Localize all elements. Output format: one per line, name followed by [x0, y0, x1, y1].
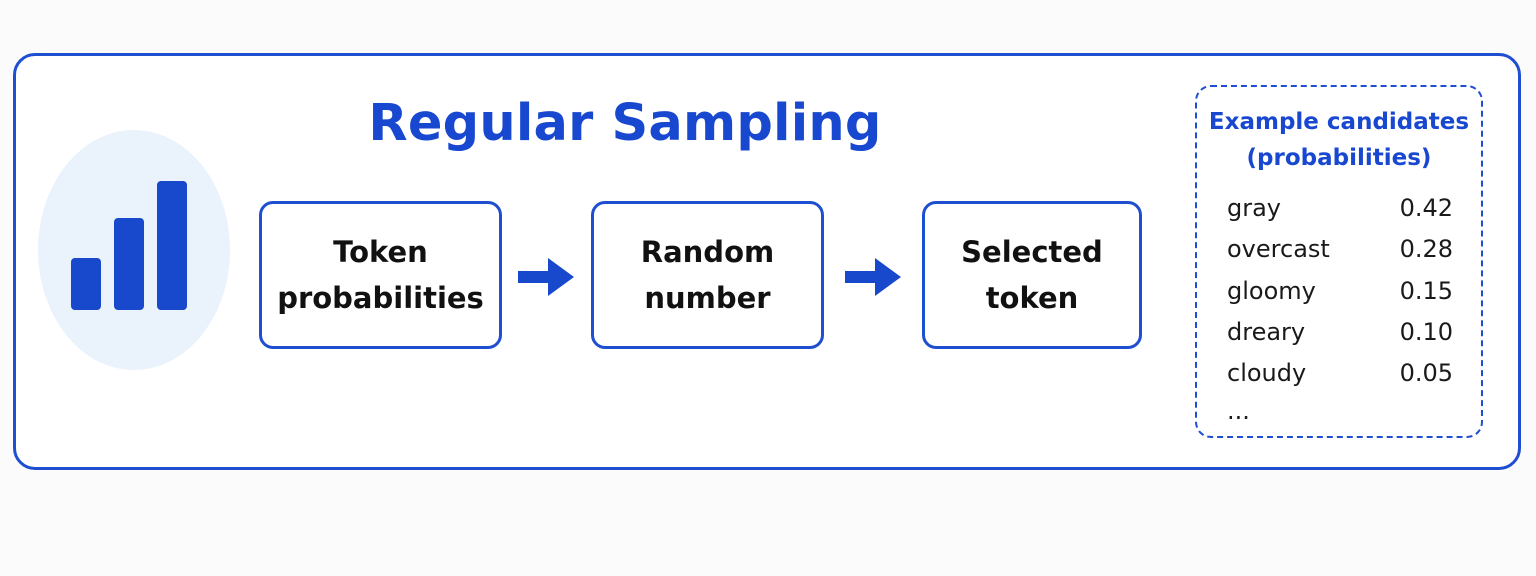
candidate-probability: 0.05: [1399, 359, 1453, 387]
step-label-line2: token: [985, 281, 1079, 315]
candidate-probability: 0.15: [1399, 277, 1453, 305]
candidates-title-line2: (probabilities): [1246, 145, 1432, 171]
candidate-word: cloudy: [1227, 359, 1307, 387]
candidates-ellipsis: ...: [1227, 397, 1250, 425]
candidate-row: dreary 0.10: [1227, 314, 1453, 350]
bar-chart-icon-bar-tall: [157, 181, 187, 310]
arrow-right-icon: [518, 258, 574, 296]
bar-chart-icon: [71, 181, 187, 310]
step-label-line1: Token: [333, 235, 428, 269]
diagram-title: Regular Sampling: [368, 94, 882, 153]
candidates-title-line1: Example candidates: [1208, 109, 1470, 135]
candidate-row: gray 0.42: [1227, 190, 1453, 226]
candidate-word: dreary: [1227, 318, 1306, 346]
candidate-probability: 0.10: [1399, 318, 1453, 346]
step-random-number: Random number: [591, 201, 824, 349]
step-label-line1: Selected: [961, 235, 1103, 269]
step-label-line2: probabilities: [277, 281, 484, 315]
candidate-word: gloomy: [1227, 277, 1316, 305]
candidate-row: overcast 0.28: [1227, 231, 1453, 267]
step-token-probabilities: Token probabilities: [259, 201, 502, 349]
step-selected-token: Selected token: [922, 201, 1142, 349]
candidate-probability: 0.42: [1399, 194, 1453, 222]
candidate-word: gray: [1227, 194, 1282, 222]
step-label-line1: Random: [640, 235, 775, 269]
example-candidates-panel: Example candidates (probabilities) gray …: [1195, 85, 1483, 438]
step-label-line2: number: [644, 281, 771, 315]
candidate-row: cloudy 0.05: [1227, 355, 1453, 391]
candidate-word: overcast: [1227, 235, 1330, 263]
bar-chart-icon-bar-short: [71, 258, 101, 310]
candidate-row: gloomy 0.15: [1227, 273, 1453, 309]
arrow-right-icon: [845, 258, 901, 296]
bar-chart-icon-bar-medium: [114, 218, 144, 310]
candidate-probability: 0.28: [1399, 235, 1453, 263]
candidates-title: Example candidates (probabilities): [1197, 104, 1481, 176]
